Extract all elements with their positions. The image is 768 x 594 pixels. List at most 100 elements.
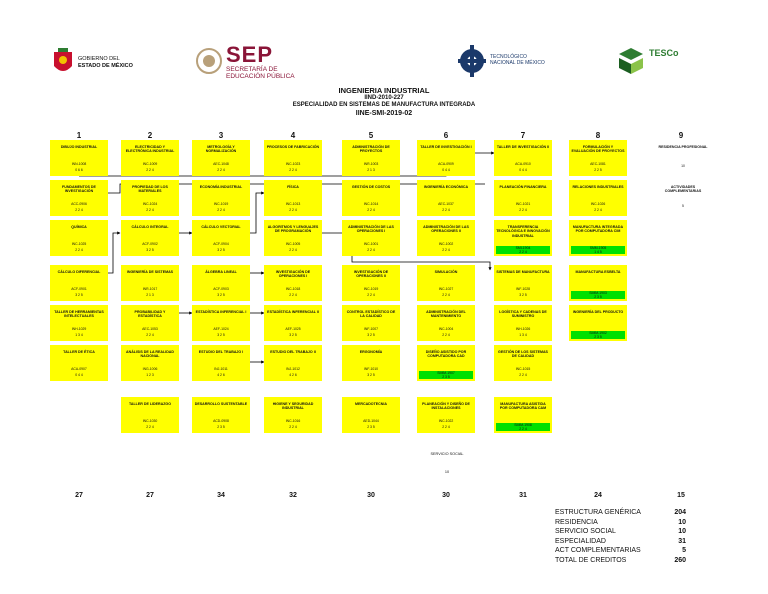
subject-code: INF-1028 — [515, 287, 531, 291]
subject-code: INC-1025 — [71, 242, 87, 246]
subject-title: ADMINISTRACIÓN DE LAS OPERACIONES II — [423, 225, 469, 234]
subject-code: INC-1005 — [285, 242, 301, 246]
subject-credits: 2 2 4 — [217, 208, 225, 212]
subject-title: LOGÍSTICA Y CADENAS DE SUMINISTRO — [499, 310, 547, 319]
subject-credits: 2 2 5 — [594, 168, 602, 172]
subject-code: AEC-1081 — [590, 162, 606, 166]
subject-code: INC-1004 — [438, 327, 454, 331]
subject-card: MANUFACTURA INTEGRADA POR COMPUTADORA CI… — [569, 220, 627, 256]
subject-credits: 5 — [682, 204, 684, 208]
subject-credits: 1 4 5 — [594, 250, 602, 254]
subject-code: SIMM-1902 — [589, 331, 607, 335]
arrow-alg-to-calc-vec — [250, 191, 265, 234]
sep-line1: SECRETARÍA DE — [226, 66, 278, 73]
subject-code: INC-1013 — [285, 202, 301, 206]
subject-title: TALLER DE INVESTIGACIÓN II — [496, 145, 550, 149]
column-number: 3 — [218, 131, 224, 140]
subject-title: TALLER DE HERRAMIENTAS INTELECTUALES — [54, 310, 104, 319]
summary-value: 204 — [674, 509, 686, 516]
summary-label: RESIDENCIA — [555, 518, 598, 526]
subject-credits: 2 2 4 — [146, 425, 154, 429]
subject-code: INC-1027 — [438, 287, 454, 291]
edomex-emblem-icon — [54, 48, 72, 71]
subject-title: INGENIERÍA ECONÓMICA — [423, 185, 469, 189]
subject-code: INC-1018 — [285, 287, 301, 291]
service-label: SERVICIO SOCIAL — [430, 452, 464, 456]
page-title: INGENIERIA INDUSTRIAL — [338, 86, 430, 95]
subject-credits: 2 2 4 — [519, 427, 527, 431]
subject-title: HIGIENE Y SEGURIDAD INDUSTRIAL — [272, 402, 314, 411]
subject-code: ACA-0910 — [515, 162, 531, 166]
subject-title: SISTEMAS DE MANUFACTURA — [496, 270, 550, 274]
specialty-title: ESPECIALIDAD EN SISTEMAS DE MANUFACTURA … — [292, 102, 476, 108]
subject-title: FORMULACIÓN Y EVALUACIÓN DE PROYECTOS — [571, 145, 625, 154]
subject-code: ACA-0909 — [438, 162, 454, 166]
subject-credits: 0 4 4 — [442, 168, 450, 172]
tecnm-logo: TECNOLÓGICO NACIONAL DE MÉXICO — [458, 42, 558, 86]
subject-title: TALLER DE LIDERAZGO — [128, 402, 172, 406]
subject-code: INC-1022 — [438, 419, 454, 423]
subject-title: CÁLCULO DIFERENCIAL — [57, 270, 101, 274]
subject-title: ERGONOMÍA — [359, 350, 383, 354]
column-total: 27 — [75, 492, 83, 499]
column-total: 32 — [289, 492, 297, 499]
subject-credits: 2 2 4 — [519, 250, 527, 254]
column-number: 5 — [368, 131, 374, 140]
summary-value: 31 — [678, 537, 686, 545]
subject-credits: 2 3 5 — [442, 375, 450, 379]
subject-credits: 1 3 4 — [75, 333, 83, 337]
subject-title: MERCADOTECNIA — [355, 402, 387, 406]
subject-credits: 3 2 5 — [217, 333, 225, 337]
summary-label: SERVICIO SOCIAL — [555, 528, 616, 536]
subject-card: MANUFACTURA ASISTIDA POR COMPUTADORA CAM… — [494, 397, 552, 433]
subject-credits: 1 3 4 — [519, 333, 527, 337]
subject-title: RELACIONES INDUSTRIALES — [572, 185, 624, 189]
subject-title: SIMULACIÓN — [434, 270, 458, 274]
column-number: 9 — [678, 131, 684, 140]
subject-credits: 2 2 4 — [442, 333, 450, 337]
subject-title: INVESTIGACIÓN DE OPERACIONES I — [275, 270, 311, 279]
column-total: 24 — [594, 492, 602, 499]
subject-title: INGENIERÍA DEL PRODUCTO — [572, 310, 624, 314]
subject-title: CÁLCULO INTEGRAL — [131, 225, 169, 229]
subject-credits: 4 2 6 — [217, 373, 225, 377]
subject-title: PLANEACIÓN FINANCIERA — [499, 185, 547, 189]
subject-credits: 2 2 4 — [289, 425, 297, 429]
subject-code: INN-1008 — [71, 162, 87, 166]
subject-credits: 2 2 4 — [217, 168, 225, 172]
edomex-logo: GOBIERNO DEL ESTADO DE MÉXICO — [52, 42, 142, 86]
subject-credits: 2 2 4 — [289, 248, 297, 252]
subject-title: METROLOGÍA Y NORMALIZACIÓN — [205, 145, 237, 154]
subject-credits: 3 2 5 — [75, 293, 83, 297]
subject-code: AEF-1025 — [285, 327, 301, 331]
subject-credits: 0 4 4 — [519, 168, 527, 172]
subject-code: AED-1044 — [363, 419, 379, 423]
subject-credits: 3 2 5 — [217, 248, 225, 252]
subject-title: FÍSICA — [287, 185, 299, 189]
subject-title: PROBABILIDAD Y ESTADÍSTICA — [134, 310, 166, 319]
subject-title: INVESTIGACIÓN DE OPERACIONES II — [353, 270, 389, 279]
subject-code: ACA-0907 — [71, 367, 87, 371]
sep-logo: SEP SECRETARÍA DE EDUCACIÓN PÚBLICA — [196, 42, 306, 86]
